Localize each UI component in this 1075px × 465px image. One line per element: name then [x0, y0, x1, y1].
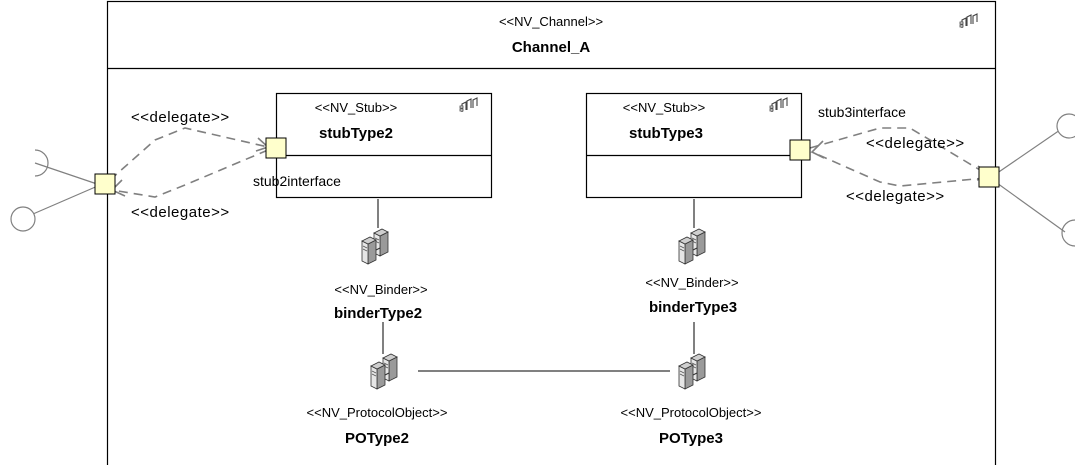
channel-stereotype: <<NV_Channel>>	[498, 14, 604, 29]
po3-stereotype: <<NV_ProtocolObject>>	[620, 405, 762, 420]
channel-box[interactable]	[106, 0, 997, 465]
delegate-right-top-line	[809, 127, 991, 177]
delegate-left-bottom-line	[111, 149, 269, 198]
port-channel-right[interactable]	[978, 166, 1000, 188]
stub3-name: stubType3	[629, 125, 703, 142]
socket-line	[989, 177, 1066, 233]
stub2-name: stubType2	[319, 125, 393, 142]
required-interface-socket	[34, 149, 49, 177]
binder3-name: binderType3	[648, 299, 738, 316]
port-stub2interface[interactable]	[265, 137, 287, 159]
socket-line	[34, 162, 101, 186]
delegate-right-bottom-line	[811, 151, 987, 187]
lollipop-line	[989, 129, 1061, 179]
stub2-port-label: stub2interface	[253, 173, 341, 189]
stub-box-stubtype2[interactable]	[275, 92, 493, 199]
port-stub3interface[interactable]	[789, 139, 811, 161]
binder3-stereotype: <<NV_Binder>>	[645, 275, 739, 290]
provided-interface-lollipop	[10, 206, 36, 232]
delegate-label-left-bottom: <<delegate>>	[131, 204, 230, 221]
stub-box-stubtype3[interactable]	[585, 92, 803, 199]
required-interface-socket	[1061, 219, 1075, 247]
arrowhead	[810, 140, 825, 159]
stub2-stereotype: <<NV_Stub>>	[314, 100, 398, 115]
po2-name: POType2	[345, 430, 409, 447]
stub3-port-label: stub3interface	[818, 104, 906, 120]
binder2-name: binderType2	[333, 305, 423, 322]
po3-name: POType3	[659, 430, 723, 447]
delegate-label-left-top: <<delegate>>	[131, 109, 230, 126]
delegate-label-right-top: <<delegate>>	[866, 135, 965, 152]
po2-stereotype: <<NV_ProtocolObject>>	[306, 405, 448, 420]
port-channel-left[interactable]	[94, 173, 116, 195]
delegate-left-top-line	[109, 127, 269, 181]
channel-name: Channel_A	[511, 39, 591, 56]
delegate-label-right-bottom: <<delegate>>	[846, 188, 945, 205]
provided-interface-lollipop	[1056, 113, 1075, 139]
binder2-stereotype: <<NV_Binder>>	[334, 282, 428, 297]
lollipop-line	[32, 184, 101, 215]
stub3-stereotype: <<NV_Stub>>	[622, 100, 706, 115]
